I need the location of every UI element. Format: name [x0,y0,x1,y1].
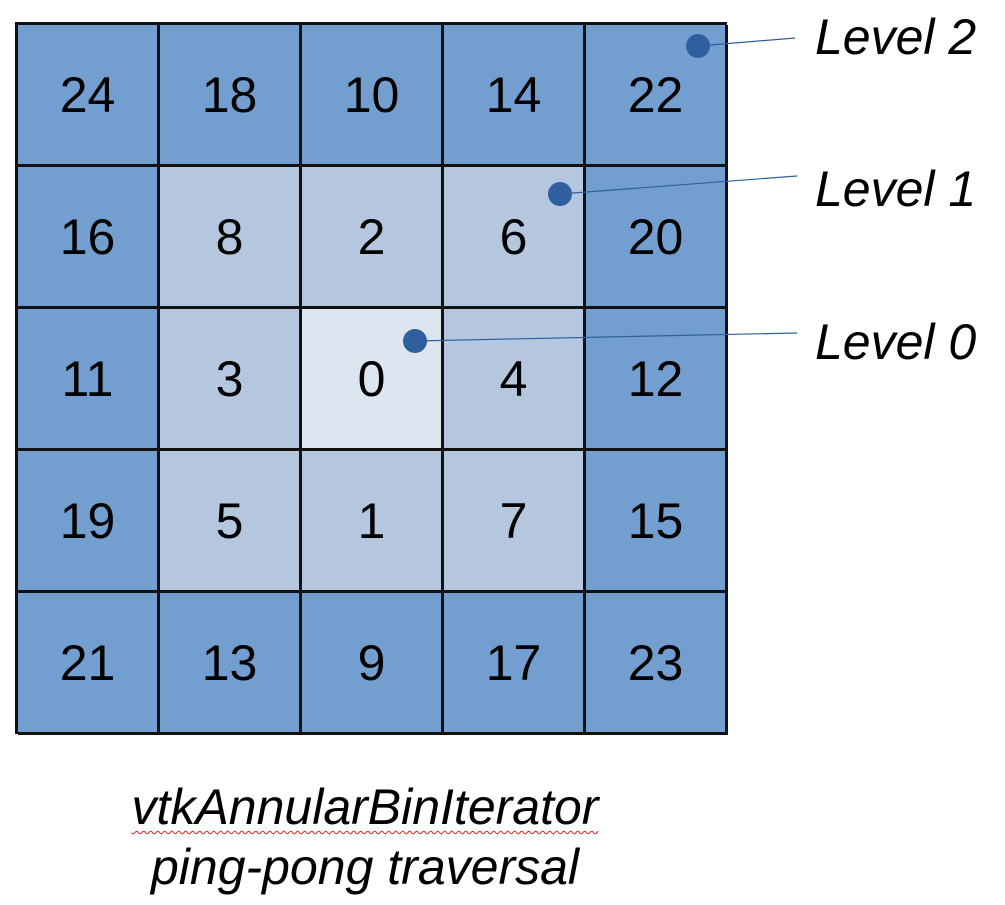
bin-cell: 10 [302,25,444,167]
bin-cell: 16 [18,167,160,309]
bin-cell: 15 [586,451,728,593]
bin-cell: 5 [160,451,302,593]
level-2-label: Level 2 [815,9,977,65]
bin-cell: 1 [302,451,444,593]
bin-cell: 8 [160,167,302,309]
caption-title: vtkAnnularBinIterator [0,778,730,836]
bin-cell: 3 [160,309,302,451]
bin-cell: 23 [586,593,728,735]
bin-cell: 14 [444,25,586,167]
bin-cell: 11 [18,309,160,451]
bin-cell: 18 [160,25,302,167]
level-0-label: Level 0 [815,314,977,370]
bin-cell: 0 [302,309,444,451]
caption-title-text: vtkAnnularBinIterator [131,779,599,835]
bin-cell: 13 [160,593,302,735]
bin-cell: 2 [302,167,444,309]
bin-cell: 22 [586,25,728,167]
level-1-label: Level 1 [815,161,977,217]
bin-cell: 19 [18,451,160,593]
bin-cell: 21 [18,593,160,735]
bin-cell: 12 [586,309,728,451]
bin-cell: 17 [444,593,586,735]
caption-subtitle: ping-pong traversal [150,839,580,895]
bin-cell: 4 [444,309,586,451]
bin-cell: 20 [586,167,728,309]
bin-cell: 6 [444,167,586,309]
bin-cell: 24 [18,25,160,167]
bin-cell: 9 [302,593,444,735]
bin-cell: 7 [444,451,586,593]
